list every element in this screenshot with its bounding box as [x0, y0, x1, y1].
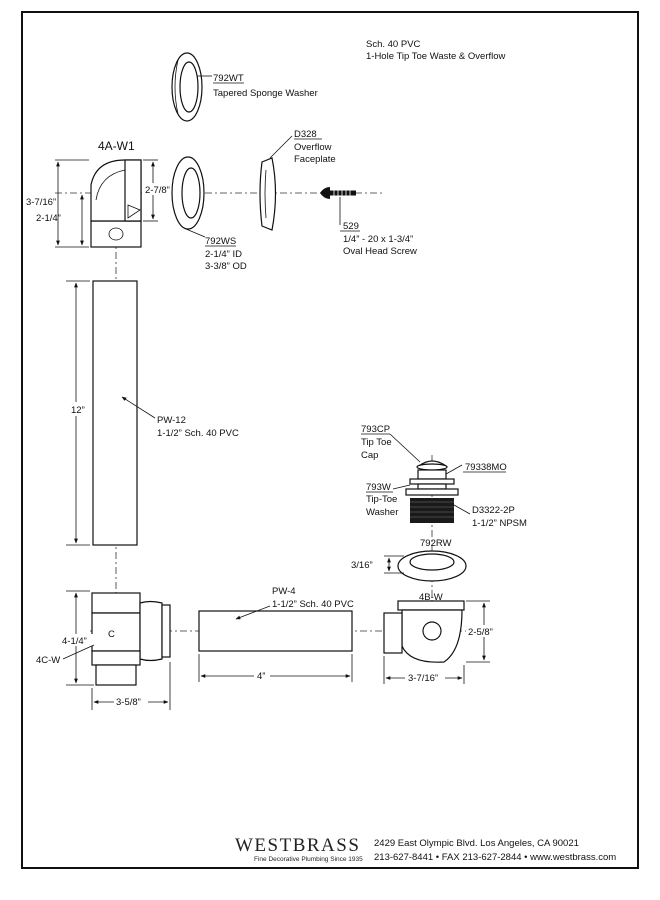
- part-792ws-id: 2-1/4” ID: [205, 249, 242, 260]
- header-line-2: 1-Hole Tip Toe Waste & Overflow: [366, 51, 506, 62]
- dim-2-5-8: 2-5/8”: [468, 627, 493, 638]
- dim-2-1-4-top: 2-1/4”: [36, 213, 61, 224]
- company-contact: 213-627-8441 • FAX 213-627-2844 • www.we…: [374, 852, 616, 863]
- drain-rubber-washer: [397, 550, 467, 582]
- part-code-pw4: PW-4: [272, 586, 296, 597]
- dim-4: 4”: [257, 671, 265, 682]
- leader-79338mo: [445, 464, 463, 475]
- part-desc-pw4: 1-1/2” Sch. 40 PVC: [272, 599, 354, 610]
- company-address: 2429 East Olympic Blvd. Los Angeles, CA …: [374, 838, 579, 849]
- brand-tagline: Fine Decorative Plumbing Since 1935: [254, 856, 363, 863]
- dim-2-7-8: 2-7/8”: [145, 185, 170, 196]
- dim-3-7-16-top: 3-7/16”: [26, 197, 56, 208]
- part-529-line2: Oval Head Screw: [343, 246, 417, 257]
- dim-3-16: 3/16”: [351, 560, 373, 571]
- dim-4-1-4: 4-1/4”: [62, 636, 87, 647]
- brand-logo: WESTBRASS: [235, 835, 360, 856]
- part-code-4c-w: 4C-W: [36, 655, 60, 666]
- dim-3-7-16-bottom: 3-7/16”: [408, 673, 438, 684]
- part-code-792ws: 792WS: [205, 236, 236, 247]
- leader-pw4: [235, 605, 271, 620]
- dim-12: 12”: [71, 405, 85, 416]
- part-793cp-line2: Cap: [361, 450, 378, 461]
- part-793w-line1: Tip-Toe: [366, 494, 397, 505]
- part-529-line1: 1/4” - 20 x 1-3/4”: [343, 234, 413, 245]
- pipe-pw-4: [198, 610, 353, 652]
- overflow-elbow: [90, 159, 142, 248]
- part-code-792rw: 792RW: [420, 538, 452, 549]
- tip-toe-drain-assembly: [405, 460, 459, 523]
- part-code-4bw: 4B-W: [419, 592, 443, 603]
- part-code-79338mo: 79338MO: [465, 462, 507, 473]
- header-line-1: Sch. 40 PVC: [366, 39, 421, 50]
- drain-shoe-4b-w: [383, 600, 465, 663]
- part-code-793w: 793W: [366, 482, 391, 493]
- overflow-faceplate: [259, 157, 277, 231]
- part-desc-d3322: 1-1/2” NPSM: [472, 518, 527, 529]
- drawing-sheet-border: [21, 11, 639, 869]
- part-code-pw12: PW-12: [157, 415, 186, 426]
- tapered-sponge-washer: [171, 52, 203, 122]
- part-793cp-line1: Tip Toe: [361, 437, 392, 448]
- leader-pw12: [121, 396, 156, 419]
- part-code-529: 529: [343, 221, 359, 232]
- part-code-793cp: 793CP: [361, 424, 390, 435]
- leader-793w: [392, 484, 411, 490]
- leader-d328: [269, 135, 293, 159]
- part-code-d3322: D3322-2P: [472, 505, 515, 516]
- leader-d3322: [453, 504, 471, 515]
- part-desc-792wt: Tapered Sponge Washer: [213, 88, 318, 99]
- pipe-pw-12: [92, 280, 138, 546]
- part-793w-line2: Washer: [366, 507, 398, 518]
- part-d328-line2: Faceplate: [294, 154, 336, 165]
- part-d328-line1: Overflow: [294, 142, 332, 153]
- leader-793cp: [389, 433, 421, 463]
- dim-3-5-8: 3-5/8”: [116, 697, 141, 708]
- tee-fitting-4c-w: C: [91, 592, 171, 686]
- overflow-washer: [171, 156, 205, 230]
- svg-text:C: C: [108, 629, 115, 640]
- oval-head-screw: [320, 187, 356, 199]
- part-code-d328: D328: [294, 129, 317, 140]
- part-code-792wt: 792WT: [213, 73, 244, 84]
- leader-4c-w: [62, 644, 95, 660]
- part-desc-pw12: 1-1/2” Sch. 40 PVC: [157, 428, 239, 439]
- part-792ws-od: 3-3/8” OD: [205, 261, 247, 272]
- part-code-4aw1: 4A-W1: [98, 139, 135, 153]
- leader-792ws: [185, 228, 206, 238]
